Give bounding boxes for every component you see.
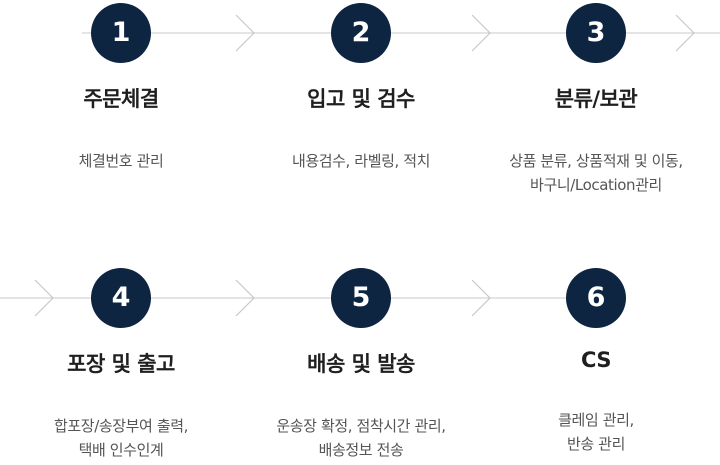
step-number-badge: 5	[331, 268, 391, 328]
step-number-badge: 3	[566, 3, 626, 63]
step-description: 체결번호 관리	[78, 152, 164, 170]
step-1: 1 주문체결 체결번호 관리	[6, 3, 236, 173]
step-description: 클레임 관리, 반송 관리	[558, 411, 634, 453]
chevron-right-icon	[471, 279, 491, 317]
chevron-right-icon	[235, 14, 255, 52]
step-title: 주문체결	[83, 87, 159, 111]
step-title: 배송 및 발송	[307, 352, 415, 376]
step-description: 내용검수, 라벨링, 적치	[291, 152, 431, 170]
step-5: 5 배송 및 발송 운송장 확정, 점착시간 관리, 배송정보 전송	[246, 268, 476, 462]
step-title: 입고 및 검수	[307, 87, 415, 111]
chevron-right-icon	[675, 14, 695, 52]
step-number-badge: 6	[566, 268, 626, 328]
step-number-badge: 1	[91, 3, 151, 63]
step-4: 4 포장 및 출고 합포장/송장부여 출력, 택배 인수인계	[6, 268, 236, 462]
chevron-right-icon	[471, 14, 491, 52]
step-title: 포장 및 출고	[67, 352, 175, 376]
step-2: 2 입고 및 검수 내용검수, 라벨링, 적치	[246, 3, 476, 173]
step-number-badge: 2	[331, 3, 391, 63]
step-title: CS	[581, 348, 611, 372]
step-description: 합포장/송장부여 출력, 택배 인수인계	[54, 417, 188, 459]
step-number-badge: 4	[91, 268, 151, 328]
step-description: 상품 분류, 상품적재 및 이동, 바구니/Location관리	[509, 152, 683, 194]
chevron-right-icon	[34, 279, 54, 317]
step-title: 분류/보관	[554, 87, 638, 111]
step-6: 6 CS 클레임 관리, 반송 관리	[481, 268, 711, 456]
step-3: 3 분류/보관 상품 분류, 상품적재 및 이동, 바구니/Location관리	[481, 3, 711, 197]
chevron-right-icon	[235, 279, 255, 317]
step-description: 운송장 확정, 점착시간 관리, 배송정보 전송	[276, 417, 446, 459]
